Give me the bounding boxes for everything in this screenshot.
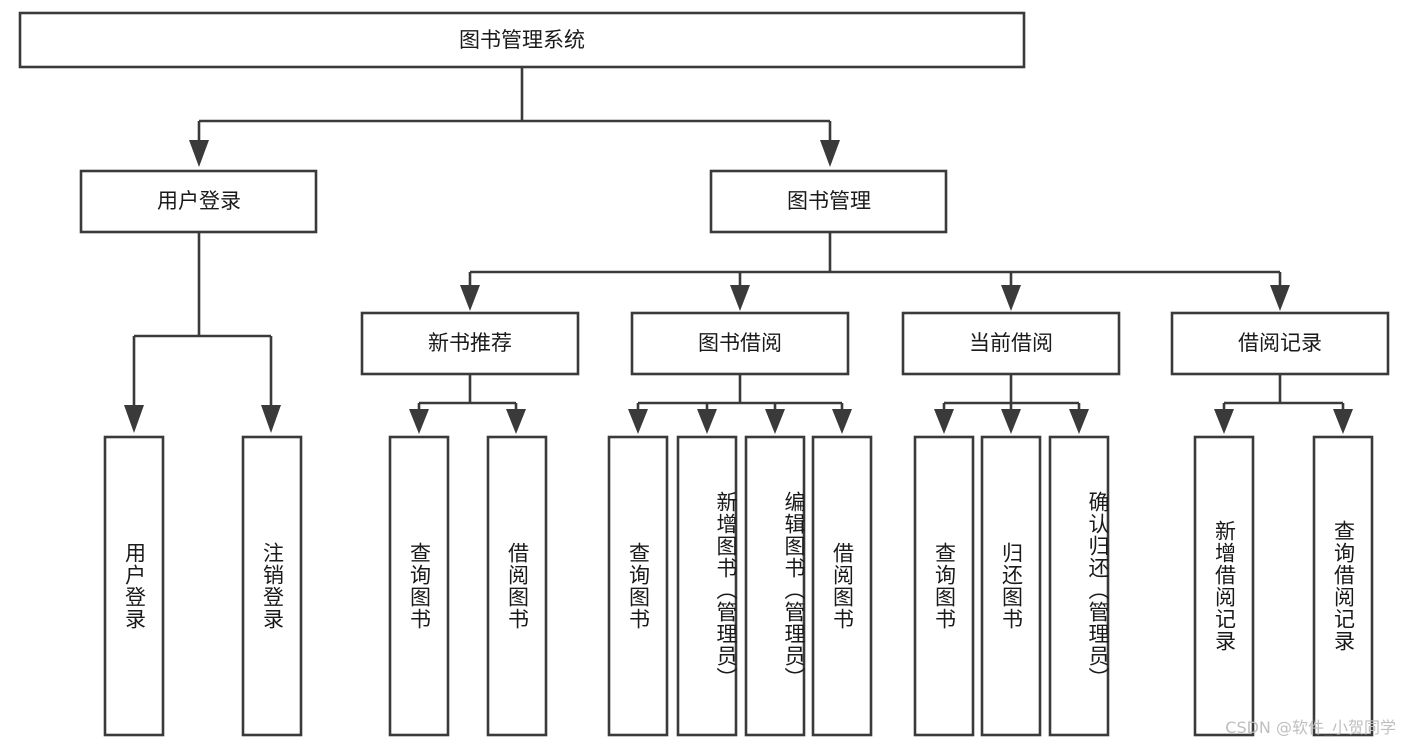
node-book-management-label: 图书管理 bbox=[787, 189, 871, 213]
node-new-book-recommend-label: 新书推荐 bbox=[428, 331, 512, 355]
connector-group-user-login bbox=[124, 232, 281, 433]
node-system-title[interactable]: 图书管理系统 bbox=[18, 11, 1026, 69]
leaf-box-current-borrow-2[interactable] bbox=[980, 435, 1042, 737]
csdn-watermark: CSDN @软件_小贺同学 bbox=[1225, 718, 1396, 738]
node-book-borrow-box[interactable] bbox=[630, 311, 850, 376]
node-borrow-record[interactable]: 借阅记录 bbox=[1170, 311, 1390, 376]
arrow-book-to-current bbox=[1001, 285, 1021, 311]
node-system-title-box[interactable] bbox=[18, 11, 1026, 69]
arrow-root-to-book bbox=[820, 140, 840, 167]
leaf-box-book-borrow-1[interactable] bbox=[607, 435, 669, 737]
node-borrow-record-box[interactable] bbox=[1170, 311, 1390, 376]
leaf-box-book-borrow-2[interactable] bbox=[676, 435, 738, 737]
connector-group-current-borrow bbox=[934, 374, 1089, 434]
leaf-box-user-login-2[interactable] bbox=[241, 435, 303, 737]
node-user-login[interactable]: 用户登录 bbox=[79, 169, 318, 234]
node-current-borrow-label: 当前借阅 bbox=[969, 331, 1053, 355]
arrow-borrow-leaf-1 bbox=[628, 409, 648, 434]
arrow-borrow-leaf-3 bbox=[765, 409, 785, 434]
leaf-box-borrow-record-1[interactable] bbox=[1193, 435, 1255, 737]
node-new-book-recommend[interactable]: 新书推荐 bbox=[360, 311, 580, 376]
arrow-book-to-new bbox=[460, 285, 480, 311]
connector-group-book-manage bbox=[460, 232, 1290, 311]
node-book-borrow-label: 图书借阅 bbox=[698, 331, 782, 355]
leaf-box-book-borrow-3[interactable] bbox=[744, 435, 806, 737]
arrow-book-to-record bbox=[1270, 285, 1290, 311]
leaf-box-borrow-record-2[interactable] bbox=[1312, 435, 1374, 737]
arrow-borrow-leaf-4 bbox=[832, 409, 852, 434]
node-book-management[interactable]: 图书管理 bbox=[709, 169, 948, 234]
leaf-box-current-borrow-3[interactable] bbox=[1048, 435, 1110, 737]
arrow-current-leaf-3 bbox=[1069, 409, 1089, 434]
arrow-current-leaf-1 bbox=[934, 409, 954, 434]
node-current-borrow[interactable]: 当前借阅 bbox=[901, 311, 1121, 376]
node-system-title-label: 图书管理系统 bbox=[459, 28, 585, 52]
leaf-box-new-book-1[interactable] bbox=[388, 435, 450, 737]
arrow-borrow-leaf-2 bbox=[697, 409, 717, 434]
arrow-root-to-user bbox=[189, 140, 209, 167]
leaf-box-current-borrow-1[interactable] bbox=[913, 435, 975, 737]
node-book-borrow[interactable]: 图书借阅 bbox=[630, 311, 850, 376]
leaf-box-new-book-2[interactable] bbox=[486, 435, 548, 737]
arrow-new-leaf-2 bbox=[506, 409, 526, 434]
arrow-user-leaf-1 bbox=[124, 405, 144, 433]
arrow-book-to-borrow bbox=[730, 285, 750, 311]
arrow-record-leaf-2 bbox=[1333, 409, 1353, 434]
arrow-new-leaf-1 bbox=[409, 409, 429, 434]
node-new-book-recommend-box[interactable] bbox=[360, 311, 580, 376]
arrow-current-leaf-2 bbox=[1001, 409, 1021, 434]
node-current-borrow-box[interactable] bbox=[901, 311, 1121, 376]
node-user-login-label: 用户登录 bbox=[157, 189, 241, 213]
arrow-record-leaf-1 bbox=[1214, 409, 1234, 434]
connector-group-new-book bbox=[409, 374, 526, 434]
leaf-box-user-login-1[interactable] bbox=[103, 435, 165, 737]
node-book-management-box[interactable] bbox=[709, 169, 948, 234]
node-user-login-box[interactable] bbox=[79, 169, 318, 234]
connector-group-root bbox=[189, 67, 840, 167]
connector-group-borrow-record bbox=[1214, 374, 1353, 434]
node-borrow-record-label: 借阅记录 bbox=[1238, 331, 1322, 355]
connector-group-book-borrow bbox=[628, 374, 852, 434]
leaf-box-book-borrow-4[interactable] bbox=[811, 435, 873, 737]
arrow-user-leaf-2 bbox=[261, 405, 281, 433]
